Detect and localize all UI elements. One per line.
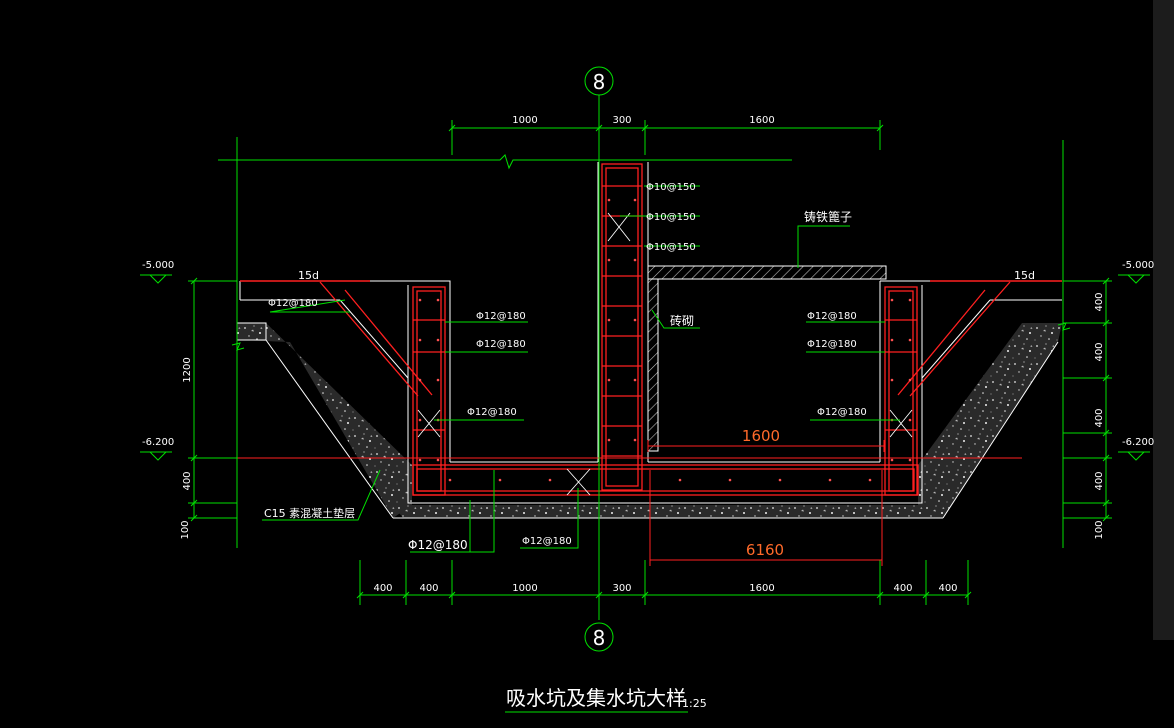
rebar-label-right-upper: Φ12@180: [807, 311, 857, 322]
dim-bottom-4: 300: [612, 583, 631, 594]
dim-top-3: 1600: [749, 115, 774, 126]
rebar: [190, 163, 1062, 496]
dim-left-2: 400: [182, 471, 193, 490]
rebar-label-wall-1: Φ10@150: [646, 182, 696, 193]
drawing-title: 吸水坑及集水坑大样 1:25: [506, 686, 707, 710]
red-dims: [647, 440, 885, 566]
rebar-label-slab-bottom: Φ12@180: [408, 538, 468, 552]
dimension-lines: [140, 95, 1150, 713]
anchorage-left: 15d: [298, 269, 319, 282]
dim-left-3: 100: [180, 520, 191, 539]
dim-right-2: 400: [1094, 342, 1105, 361]
label-cushion: C15 素混凝土垫层: [264, 506, 355, 520]
dim-right-1: 400: [1094, 292, 1105, 311]
dim-bottom-3: 1000: [512, 583, 537, 594]
title-main: 吸水坑及集水坑大样: [506, 686, 686, 710]
cushion-layer: [237, 322, 1062, 519]
axis-label-top: 8: [593, 70, 606, 94]
rebar-label-left-corner: Φ12@180: [467, 407, 517, 418]
dim-bottom-2: 400: [419, 583, 438, 594]
axis-bubble-bottom: 8: [584, 622, 614, 652]
rebar-label-slope-left: Φ12@180: [268, 298, 318, 309]
rebar-dots: [418, 198, 912, 482]
x-marks: [417, 212, 913, 496]
rebar-label-wall-3: Φ10@150: [646, 242, 696, 253]
title-scale: 1:25: [682, 697, 707, 710]
label-masonry: 砖砌: [670, 313, 694, 328]
dim-bottom-6: 400: [893, 583, 912, 594]
elevation-right-bottom: -6.200: [1122, 437, 1154, 448]
red-dim-inner: 1600: [742, 427, 780, 445]
elevation-right-top: -5.000: [1122, 260, 1154, 271]
grate: [647, 265, 887, 280]
dim-top-1: 1000: [512, 115, 537, 126]
rebar-label-right-lower: Φ12@180: [807, 339, 857, 350]
anchorage-right: 15d: [1014, 269, 1035, 282]
dim-right-3: 400: [1094, 408, 1105, 427]
dim-left-1: 1200: [182, 357, 193, 382]
dim-bottom-5: 1600: [749, 583, 774, 594]
dim-bottom-7: 400: [938, 583, 957, 594]
rebar-label-slab-top: Φ12@180: [522, 536, 572, 547]
rebar-label-right-corner: Φ12@180: [817, 407, 867, 418]
rebar-label-left-upper: Φ12@180: [476, 311, 526, 322]
dim-right-5: 100: [1094, 520, 1105, 539]
axis-bubble-top: 8: [584, 66, 614, 96]
rebar-label-wall-2: Φ10@150: [646, 212, 696, 223]
label-grate: 铸铁篦子: [804, 209, 852, 224]
rebar-label-left-lower: Φ12@180: [476, 339, 526, 350]
red-dim-total: 6160: [746, 541, 784, 559]
elevation-left-bottom: -6.200: [142, 437, 174, 448]
right-panel-edge: [1153, 0, 1174, 640]
axis-label-bottom: 8: [593, 626, 606, 650]
dim-right-4: 400: [1094, 471, 1105, 490]
elevation-left-top: -5.000: [142, 260, 174, 271]
dim-top-2: 300: [612, 115, 631, 126]
dim-bottom-1: 400: [373, 583, 392, 594]
masonry-wall: [647, 278, 659, 452]
